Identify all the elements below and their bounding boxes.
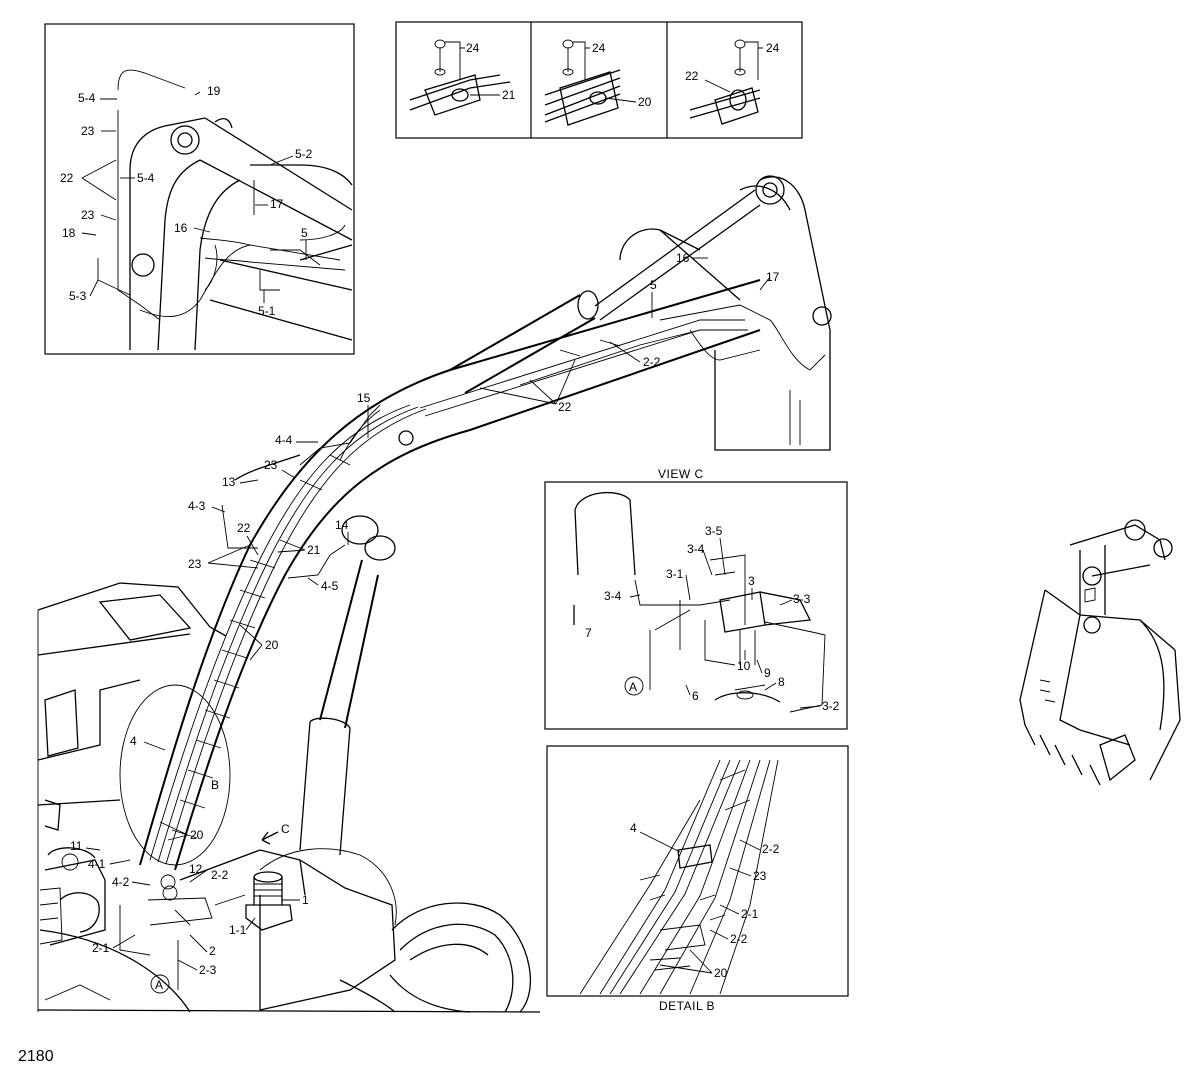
inset-label-5-3: 5-3 (69, 289, 87, 303)
inset-label-17: 17 (270, 197, 284, 211)
detailb-label-2-2: 2-2 (762, 842, 780, 856)
boom (119, 175, 832, 990)
label-1: 1 (302, 893, 309, 907)
label-4-1: 4-1 (88, 857, 106, 871)
label-2-2: 2-2 (643, 355, 661, 369)
label-C: C (281, 822, 290, 836)
inset-label-23: 23 (81, 124, 95, 138)
label-15: 15 (357, 391, 371, 405)
label-22b: 22 (237, 521, 251, 535)
label-23b: 23 (188, 557, 202, 571)
label-1-1: 1-1 (229, 923, 247, 937)
viewc-label-10: 10 (737, 659, 751, 673)
label-4: 4 (130, 734, 137, 748)
clamp-panel-1: 24 21 (409, 39, 516, 116)
label-21: 21 (307, 543, 321, 557)
clamp1-label-24: 24 (466, 41, 480, 55)
viewc-label-3-4b: 3-4 (604, 589, 622, 603)
label-2-1: 2-1 (92, 941, 110, 955)
clamp3-label-22: 22 (685, 69, 699, 83)
viewc-label-3-4: 3-4 (687, 542, 705, 556)
viewc-label-8: 8 (778, 675, 785, 689)
label-5: 5 (650, 278, 657, 292)
detailb-label-4: 4 (630, 821, 637, 835)
label-A: A (155, 978, 163, 992)
inset-label-5-4: 5-4 (78, 91, 96, 105)
label-20: 20 (265, 638, 279, 652)
detailb-label-23: 23 (753, 869, 767, 883)
label-4-5: 4-5 (321, 579, 339, 593)
viewc-label-3-2: 3-2 (822, 699, 840, 713)
label-2-2b: 2-2 (211, 868, 229, 882)
label-4-2: 4-2 (112, 875, 130, 889)
inset-label-5-2: 5-2 (295, 147, 313, 161)
inset-label-18: 18 (62, 226, 76, 240)
view-c: VIEW C 3-5 3-4 3-1 3 3-4 3-3 7 10 9 8 6 … (544, 467, 848, 730)
viewc-label-3-5: 3-5 (705, 524, 723, 538)
label-20b: 20 (190, 828, 204, 842)
detailb-label-20: 20 (714, 966, 728, 980)
inset-label-5-4b: 5-4 (137, 171, 155, 185)
label-2-3: 2-3 (199, 963, 217, 977)
viewc-label-9: 9 (764, 666, 771, 680)
label-4-4: 4-4 (275, 433, 293, 447)
viewc-label-6: 6 (692, 689, 699, 703)
inset-top-left: 19 5-4 23 5-2 22 5-4 17 23 16 5 18 5-3 5… (44, 23, 355, 355)
clamp2-label-20: 20 (638, 95, 652, 109)
label-B: B (211, 778, 219, 792)
detailb-label-2-1: 2-1 (741, 907, 759, 921)
inset-label-5: 5 (301, 226, 308, 240)
inset-label-5-1: 5-1 (258, 304, 276, 318)
bucket-drawing (1019, 519, 1181, 786)
viewc-label-3-1: 3-1 (666, 567, 684, 581)
clamp-panel-3: 24 22 (685, 39, 780, 125)
viewc-label-A: A (629, 680, 637, 694)
label-13: 13 (222, 475, 236, 489)
page-number: 2180 (18, 1048, 54, 1065)
clamp3-label-24: 24 (766, 41, 780, 55)
clamp2-label-24: 24 (592, 41, 606, 55)
label-17: 17 (766, 270, 780, 284)
detail-b-title: DETAIL B (659, 999, 715, 1013)
detail-b: DETAIL B 4 2-2 23 2-1 2-2 20 (546, 745, 849, 1013)
viewc-label-3-3: 3-3 (793, 592, 811, 606)
view-c-title: VIEW C (658, 467, 704, 481)
main-labels: 16 17 5 2-2 22 15 4-4 23 13 4-3 22 21 23… (70, 251, 780, 994)
label-12: 12 (189, 862, 203, 876)
label-23: 23 (264, 458, 278, 472)
clamp-panel-2: 24 20 (544, 39, 652, 126)
clamp-details: 24 21 24 20 24 22 (395, 21, 803, 139)
inset-label-16: 16 (174, 221, 188, 235)
viewc-circle-A (624, 676, 644, 696)
inset-label-22: 22 (60, 171, 74, 185)
viewc-label-7: 7 (585, 626, 592, 640)
label-4-3: 4-3 (188, 499, 206, 513)
viewc-label-3: 3 (748, 574, 755, 588)
excavator-body (37, 582, 541, 1013)
clamp1-label-21: 21 (502, 88, 516, 102)
label-11: 11 (70, 839, 83, 853)
label-22: 22 (558, 400, 572, 414)
label-14: 14 (335, 518, 349, 532)
inset-label-19: 19 (207, 84, 221, 98)
label-16: 16 (676, 251, 690, 265)
label-2: 2 (209, 944, 216, 958)
main-drawing: 16 17 5 2-2 22 15 4-4 23 13 4-3 22 21 23… (37, 175, 832, 1013)
inset-label-23b: 23 (81, 208, 95, 222)
detailb-label-2-2b: 2-2 (730, 932, 748, 946)
circle-A-marker (150, 974, 170, 994)
